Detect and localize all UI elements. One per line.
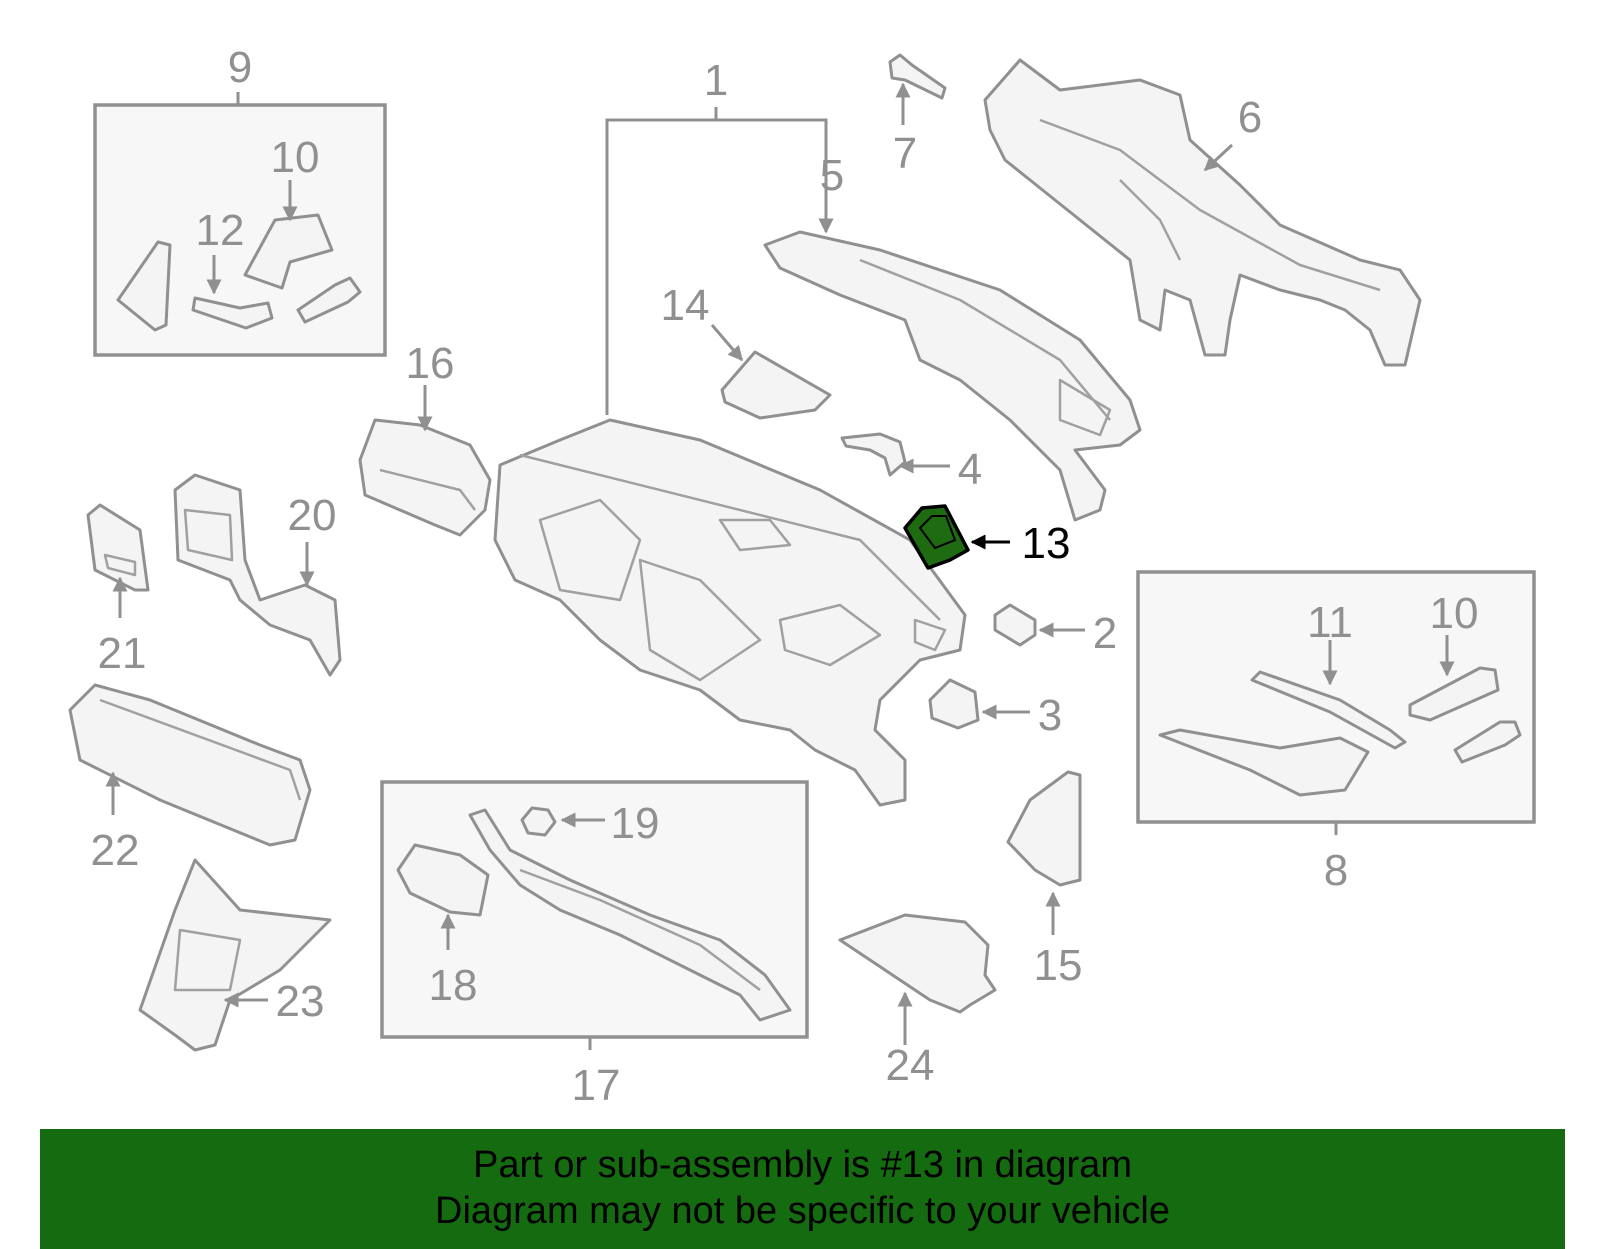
callout-24: 24	[886, 1041, 935, 1090]
group-14	[710, 324, 832, 420]
part-bolt-right	[1453, 720, 1522, 764]
group-24	[838, 913, 997, 1045]
group-13-highlighted	[903, 504, 1010, 570]
group-6	[983, 58, 1422, 367]
part-5-upper-panel	[763, 230, 1142, 522]
part-bolt	[296, 276, 362, 324]
info-banner: Part or sub-assembly is #13 in diagram D…	[40, 1129, 1565, 1249]
callout-4: 4	[958, 445, 982, 494]
callout-8: 8	[1324, 846, 1348, 895]
callout-10-right: 10	[1430, 589, 1479, 638]
banner-line-2: Diagram may not be specific to your vehi…	[435, 1190, 1170, 1232]
group-20	[173, 473, 342, 677]
group-21	[86, 503, 150, 618]
part-12-pin	[191, 296, 274, 330]
group-22	[68, 683, 312, 847]
part-3-clip	[928, 678, 980, 730]
part-2-clip	[993, 603, 1037, 647]
callout-17: 17	[572, 1061, 621, 1110]
part-15-end-cover	[1006, 770, 1082, 887]
part-trim-triangle	[116, 240, 172, 332]
callout-1: 1	[704, 56, 728, 105]
group-box-9	[93, 92, 387, 357]
callout-16: 16	[406, 339, 455, 388]
leader-14	[710, 324, 744, 362]
callout-9: 9	[228, 43, 252, 92]
group-15	[1006, 770, 1082, 935]
group-5	[763, 212, 1142, 522]
group-2	[993, 603, 1085, 647]
group-16	[358, 385, 492, 537]
part-23-center-trim	[138, 858, 332, 1052]
callout-15: 15	[1034, 941, 1083, 990]
group-7	[888, 53, 947, 125]
callout-18: 18	[429, 961, 478, 1010]
group-box-8	[1136, 570, 1536, 835]
leader-6	[1203, 143, 1234, 172]
callout-23: 23	[276, 977, 325, 1026]
callout-21: 21	[98, 629, 147, 678]
callout-22: 22	[91, 826, 140, 875]
group-4	[840, 432, 950, 477]
part-7-bolt	[888, 53, 947, 100]
banner-line-1: Part or sub-assembly is #13 in diagram	[473, 1144, 1132, 1186]
part-16-cluster-hood	[358, 418, 492, 537]
part-14-cover	[720, 350, 832, 420]
callout-12: 12	[196, 206, 245, 255]
callout-labels: 1 2 3 4 5 6 7 8 9 10 10 11 12 13 14 15 1…	[91, 43, 1479, 1110]
group-23	[138, 858, 332, 1052]
callout-14: 14	[661, 281, 710, 330]
group-3	[928, 678, 1030, 730]
callout-13[interactable]: 13	[1022, 519, 1071, 568]
part-11-strip	[1250, 670, 1407, 750]
part-18-bracket	[396, 843, 490, 917]
callout-3: 3	[1038, 691, 1062, 740]
part-10-cover-right	[1408, 666, 1500, 722]
part-1-dashboard	[493, 418, 967, 807]
callout-11: 11	[1307, 598, 1353, 647]
callout-10-left: 10	[271, 133, 320, 182]
callout-19: 19	[611, 799, 660, 848]
part-13-highlighted[interactable]	[903, 504, 970, 570]
callout-7: 7	[893, 129, 917, 178]
part-20-bezel	[173, 473, 342, 677]
callout-20: 20	[288, 491, 337, 540]
callout-6: 6	[1238, 93, 1262, 142]
part-24-under-cover	[838, 913, 997, 1014]
part-garnish-trim	[1158, 728, 1370, 797]
callout-2: 2	[1093, 609, 1117, 658]
group-box-17	[380, 780, 809, 1050]
part-22-glove-box	[68, 683, 312, 847]
part-21-switch-panel	[86, 503, 150, 592]
group-1	[493, 107, 967, 807]
part-17-lower-panel	[468, 808, 792, 1022]
callout-5: 5	[820, 151, 844, 200]
part-19-clip	[520, 806, 557, 837]
part-4-bracket	[840, 432, 907, 477]
part-10-cover	[243, 213, 334, 290]
